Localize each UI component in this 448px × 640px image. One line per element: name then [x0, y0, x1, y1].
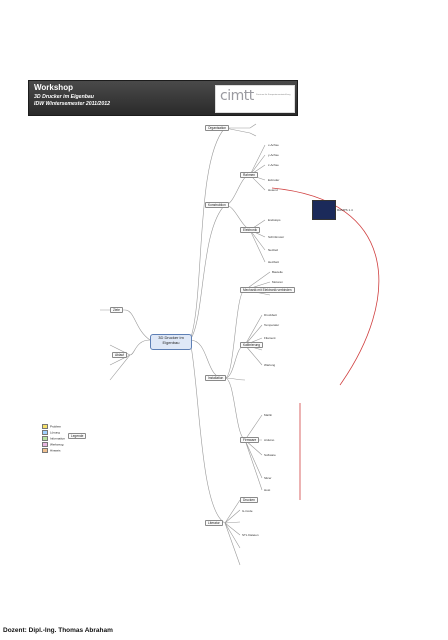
node-kalibrierung[interactable]: Kalibrierung — [240, 342, 264, 348]
legend-item: Information — [42, 436, 65, 441]
node-drucken[interactable]: Drucken — [240, 497, 258, 503]
label-marlin: Marlin — [264, 413, 273, 417]
label-y-achse: y-Achse — [268, 153, 279, 157]
central-topic-line2: Eigenbau — [162, 340, 180, 346]
label-x-achse: x-Achse — [268, 143, 279, 147]
workshop-header: Workshop 3D Drucker im Eigenbau IDW Wint… — [28, 80, 298, 116]
label-heizbett: Heizbett — [268, 260, 280, 264]
label-filament: Filament — [264, 336, 276, 340]
branch-ablauf[interactable]: Ablauf — [112, 352, 128, 358]
central-topic[interactable]: 3D Drucker im Eigenbau — [150, 334, 192, 350]
label-ramps: RAMPS 1.4 — [337, 208, 353, 212]
label-arduino: Arduino — [264, 438, 275, 442]
node-elektronik[interactable]: Elektronik — [240, 227, 260, 233]
label-hotend: Hotend — [268, 188, 278, 192]
header-title: Workshop — [34, 83, 73, 92]
legend-swatch — [42, 436, 48, 441]
node-firmware[interactable]: Firmware — [240, 437, 260, 443]
legend-label: Information — [50, 436, 66, 441]
logo-tagline: Zentrum für Kompetenzentwicklung — [256, 94, 291, 96]
label-z-achse: z-Achse — [268, 163, 279, 167]
legend-swatch — [42, 442, 48, 447]
cimtt-logo: cimtt Zentrum für Kompetenzentwicklung — [215, 85, 295, 113]
label-slicer: Slicer — [264, 476, 272, 480]
header-semester: IDW Wintersemester 2011/2012 — [34, 101, 110, 107]
legend-label: Hinweis — [50, 448, 61, 453]
central-topic-line1: 3D Drucker im — [158, 335, 184, 340]
legend-label: Problem — [50, 424, 62, 429]
label-wartung: Wartung — [264, 363, 276, 367]
legend-item: Problem — [42, 424, 61, 429]
branch-konstruktion[interactable]: Konstruktion — [205, 202, 229, 208]
legend-item: Hinweis — [42, 448, 61, 453]
label-host: Host — [264, 488, 271, 492]
footer-lecturer: Dozent: Dipl.-Ing. Thomas Abraham — [3, 627, 113, 634]
label-schrittmotor: Schrittmotor — [268, 235, 285, 239]
label-temperatur: Temperatur — [264, 323, 280, 327]
branch-ziele[interactable]: Ziele — [110, 307, 123, 313]
label-druckbett: Druckbett — [264, 313, 277, 317]
header-subtitle: 3D Drucker im Eigenbau — [34, 94, 94, 100]
label-motoren: Motoren — [272, 280, 284, 284]
branch-installation[interactable]: Installation — [205, 375, 227, 381]
legend-swatch — [42, 430, 48, 435]
logo-wordmark: cimtt — [220, 88, 254, 104]
legend-label: Werkzeug — [50, 442, 64, 447]
label-extruder: Extruder — [268, 178, 280, 182]
legend-label: Lösung — [50, 430, 60, 435]
legend-item: Lösung — [42, 430, 60, 435]
label-gcode: G-Code — [242, 509, 253, 513]
ramps-board-image — [312, 200, 336, 220]
legend-swatch — [42, 424, 48, 429]
legend-swatch — [42, 448, 48, 453]
label-endstops: Endstops — [268, 218, 281, 222]
node-mechanik[interactable]: Mechanik mit Elektronik verbinden — [240, 287, 295, 293]
branch-literatur[interactable]: Literatur — [205, 520, 223, 526]
node-rahmen[interactable]: Rahmen — [240, 172, 259, 178]
label-stl: STL Dateien — [242, 533, 259, 537]
legend-title: Legende — [68, 433, 87, 439]
label-netzteil: Netzteil — [268, 248, 279, 252]
label-software: Software — [264, 453, 276, 457]
legend-item: Werkzeug — [42, 442, 63, 447]
branch-organisation[interactable]: Organisation — [205, 125, 230, 131]
label-bauteile: Bauteile — [272, 270, 283, 274]
